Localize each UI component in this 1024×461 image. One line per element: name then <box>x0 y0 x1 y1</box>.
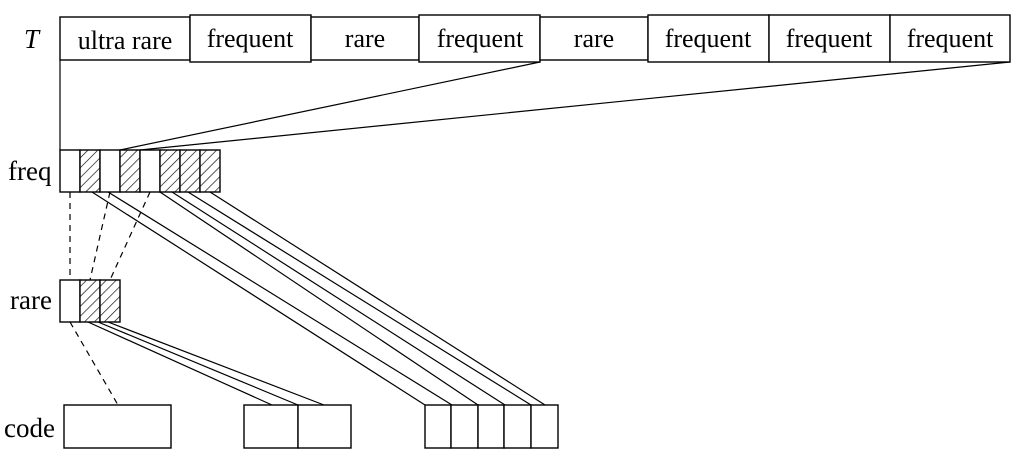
t-segment-label: rare <box>345 24 385 53</box>
freq-to-code-line-6 <box>209 191 546 406</box>
code-group-3-cell <box>477 404 505 449</box>
t-to-freq-line-mid <box>119 61 541 151</box>
freq-row <box>59 149 221 193</box>
freq-hatched-cell <box>199 149 221 193</box>
freq-hatched-cell <box>179 149 201 193</box>
freq-hatched-cell <box>119 149 141 193</box>
connector-lines <box>59 60 1011 406</box>
t-segment-label: frequent <box>207 24 294 53</box>
freq-to-code-line-5 <box>187 191 532 406</box>
rare-to-code-line-1 <box>87 321 273 406</box>
freq-to-code-line-4 <box>171 191 506 406</box>
freq-hatched-cell <box>79 149 101 193</box>
rare-to-code-line-3 <box>107 321 325 406</box>
freq-to-code-line-2 <box>107 191 453 406</box>
code-group-2-cell <box>297 404 352 449</box>
code-group-3-cell <box>530 404 559 449</box>
code-group-3-cell <box>424 404 452 449</box>
code-row <box>63 404 559 449</box>
freq-cell <box>99 149 121 193</box>
row-label-T: T <box>24 24 41 54</box>
t-segment-label: frequent <box>786 24 873 53</box>
rare-to-code-dash <box>69 321 119 406</box>
freq-cell <box>59 149 81 193</box>
code-group-2-cell <box>243 404 299 449</box>
t-segment-label: frequent <box>907 24 994 53</box>
t-segment-label: frequent <box>437 24 524 53</box>
code-group-3-cell <box>450 404 479 449</box>
rare-row <box>59 279 121 323</box>
t-segment-frequent <box>768 14 891 63</box>
t-segment-rare <box>310 16 420 61</box>
t-to-freq-line-right <box>139 61 1011 151</box>
t-segment-frequent <box>647 14 770 63</box>
t-sequence: ultra rare frequent rare frequent rare f… <box>59 14 1011 63</box>
t-segment-label: rare <box>574 24 614 53</box>
t-segment-frequent <box>418 14 541 63</box>
rare-hatched-cell <box>79 279 101 323</box>
row-label-rare: rare <box>10 285 52 315</box>
code-group-1 <box>63 404 172 449</box>
freq-to-code-line-3 <box>159 191 479 406</box>
rare-cell <box>59 279 81 323</box>
t-segment-frequent <box>889 14 1011 63</box>
t-segment-ultra-rare <box>59 16 191 61</box>
freq-hatched-cell <box>159 149 181 193</box>
freq-to-code-line-1 <box>91 191 426 406</box>
row-label-freq: freq <box>8 156 52 186</box>
t-segment-rare <box>539 16 649 61</box>
row-label-code: code <box>4 413 55 443</box>
freq-to-rare-dash-3 <box>109 191 151 281</box>
rare-to-code-line-2 <box>97 321 299 406</box>
rare-hatched-cell <box>99 279 121 323</box>
freq-cell <box>139 149 161 193</box>
freq-to-rare-dash-2 <box>89 191 111 281</box>
t-segment-label: ultra rare <box>78 26 173 55</box>
code-group-3-cell <box>503 404 532 449</box>
t-segment-label: frequent <box>665 24 752 53</box>
